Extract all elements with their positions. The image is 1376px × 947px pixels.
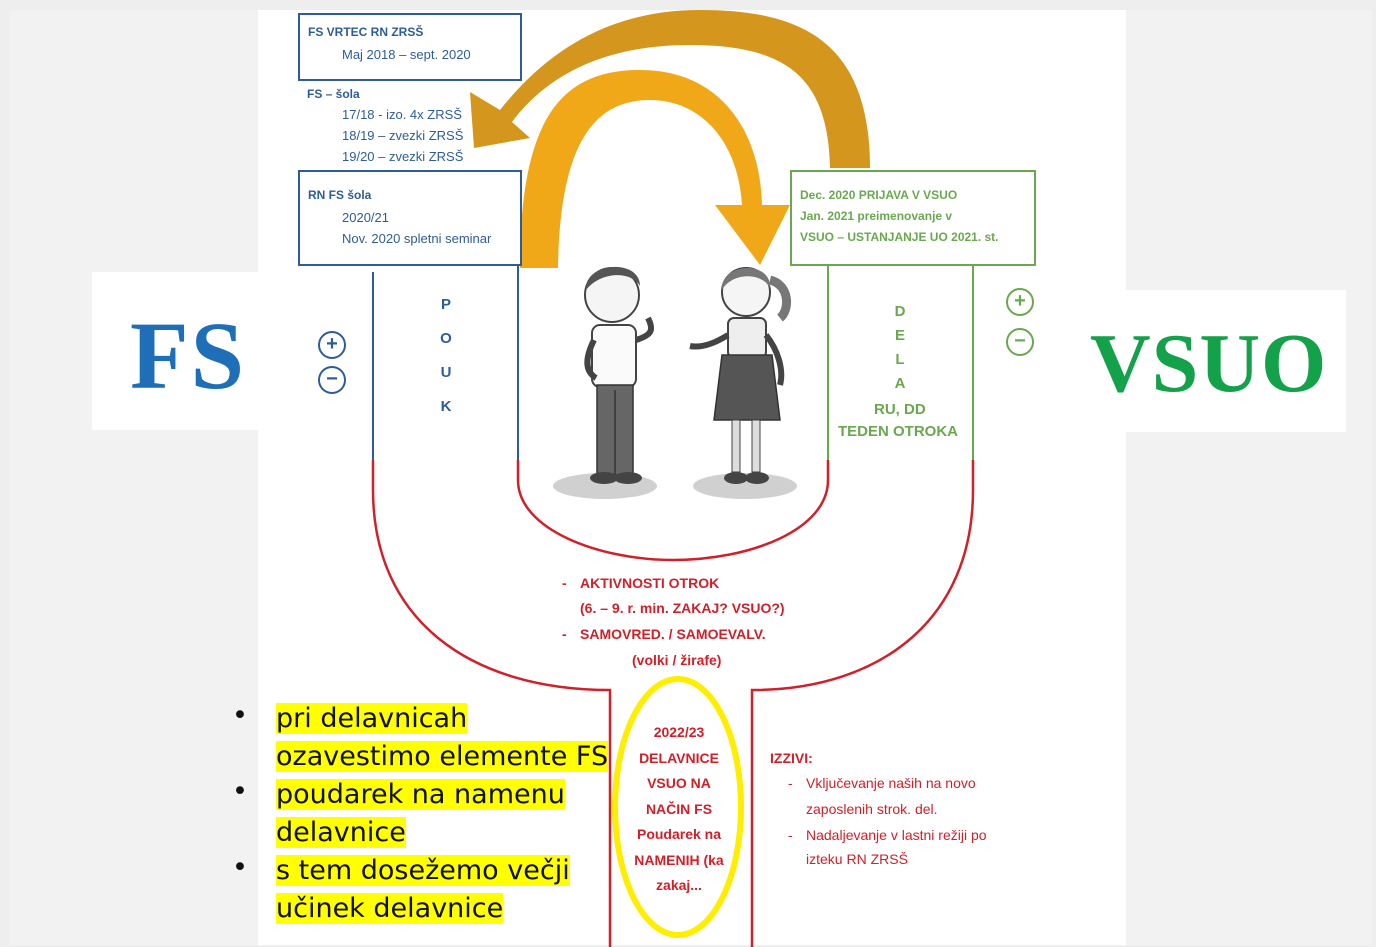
fs-sola-title: FS – šola (307, 87, 360, 101)
izzivi-line: Nadaljevanje v lastni režiji po (806, 827, 987, 843)
pouk-letter: U (440, 364, 452, 381)
bullet-icon: • (232, 776, 248, 807)
outer-red-curve-right (750, 460, 975, 947)
arrow-to-vsuo (520, 70, 790, 268)
plus-icon: + (318, 331, 346, 359)
izzivi-bullet: - (788, 827, 793, 843)
izzivi-line: zaposlenih strok. del. (806, 801, 938, 817)
dela-letter: E (894, 327, 905, 344)
inner-red-curve (516, 460, 830, 562)
oval-line: zakaj... (656, 877, 702, 893)
oval-line: NAMENIH (ka (634, 851, 724, 868)
fs-title: FS (130, 302, 247, 409)
box-vsuo-line: VSUO – USTANJANJE UO 2021. st. (800, 230, 999, 244)
dela-letter: D (894, 303, 906, 320)
box-fs-vrtec: FS VRTEC RN ZRSŠ Maj 2018 – sept. 2020 (298, 13, 522, 81)
summary-bullet-list: • pri delavnicah ozavestimo elemente FS … (232, 700, 609, 928)
children-illustration (553, 266, 797, 499)
dela-extra-line: RU, DD (874, 401, 926, 418)
izzivi-title: IZZIVI: (770, 750, 813, 766)
box-rn-line: 2020/21 (342, 210, 389, 225)
oval-line: 2022/23 (653, 724, 705, 740)
list-item: • poudarek na namenu delavnice (232, 776, 608, 852)
bullet-icon: • (232, 700, 248, 731)
dela-extra-line: TEDEN OTROKA (838, 423, 958, 440)
fs-sola-line: 18/19 – zvezki ZRSŠ (342, 128, 464, 143)
izzivi-bullet: - (788, 775, 793, 791)
arrow-to-fs (470, 10, 870, 168)
bullet-line: poudarek na namenu (276, 779, 565, 810)
vsuo-label-background (1120, 290, 1346, 432)
list-item: • pri delavnicah ozavestimo elemente FS (232, 700, 609, 776)
box-rn-fs-sola: RN FS šola 2020/21 Nov. 2020 spletni sem… (298, 170, 522, 266)
bullet-line: ozavestimo elemente FS (276, 741, 609, 772)
pouk-letter: P (440, 296, 451, 313)
minus-icon: − (318, 366, 346, 394)
dela-letter: L (895, 351, 905, 368)
bullet-line: s tem dosežemo večji (276, 855, 570, 886)
pouk-label: P O U K (436, 288, 456, 424)
activity-bullet: - (562, 575, 567, 591)
box-fs-vrtec-line: Maj 2018 – sept. 2020 (342, 47, 471, 62)
dela-letter: A (894, 375, 906, 392)
pouk-letter: O (440, 330, 452, 347)
bullet-line: delavnice (276, 817, 406, 848)
fs-sola-line: 17/18 - izo. 4x ZRSŠ (342, 107, 462, 122)
oval-line: VSUO NA (647, 775, 711, 791)
box-vsuo: Dec. 2020 PRIJAVA V VSUO Jan. 2021 preim… (790, 170, 1036, 266)
bullet-line: pri delavnicah (276, 703, 468, 734)
center-oval-text: 2022/23 DELAVNICE VSUO NA NAČIN FS Pouda… (612, 720, 746, 899)
box-rn-title: RN FS šola (308, 188, 372, 202)
bullet-icon: • (232, 852, 248, 883)
plus-icon: + (1006, 288, 1034, 316)
oval-line: DELAVNICE (639, 749, 719, 766)
oval-line: Poudarek na (636, 826, 722, 842)
activity-sub: (6. – 9. r. min. ZAKAJ? VSUO?) (580, 600, 785, 616)
fs-sola-line: 19/20 – zvezki ZRSŠ (342, 149, 464, 164)
box-vsuo-line: Jan. 2021 preimenovanje v (800, 209, 953, 223)
activity-bullet: - (562, 626, 567, 642)
outer-red-curve (371, 460, 612, 947)
dela-label: D E L A (890, 300, 910, 396)
izzivi-line: izteku RN ZRSŠ (806, 851, 908, 867)
activity-main: SAMOVRED. / SAMOEVALV. (580, 626, 766, 642)
box-vsuo-line: Dec. 2020 PRIJAVA V VSUO (800, 188, 958, 202)
minus-icon: − (1006, 328, 1034, 356)
box-rn-line: Nov. 2020 spletni seminar (342, 231, 492, 246)
izzivi-line: Vključevanje naših na novo (806, 775, 976, 791)
bullet-line: učinek delavnice (276, 893, 504, 924)
activity-main: AKTIVNOSTI OTROK (580, 575, 720, 591)
pouk-letter: K (440, 398, 452, 415)
activity-sub: (volki / žirafe) (632, 652, 722, 668)
list-item: • s tem dosežemo večji učinek delavnice (232, 852, 608, 928)
box-fs-vrtec-title: FS VRTEC RN ZRSŠ (308, 25, 424, 39)
oval-line: NAČIN FS (645, 800, 713, 817)
vsuo-title: VSUO (1090, 317, 1328, 410)
fs-label-background (92, 272, 262, 430)
center-oval-outline (612, 676, 744, 938)
